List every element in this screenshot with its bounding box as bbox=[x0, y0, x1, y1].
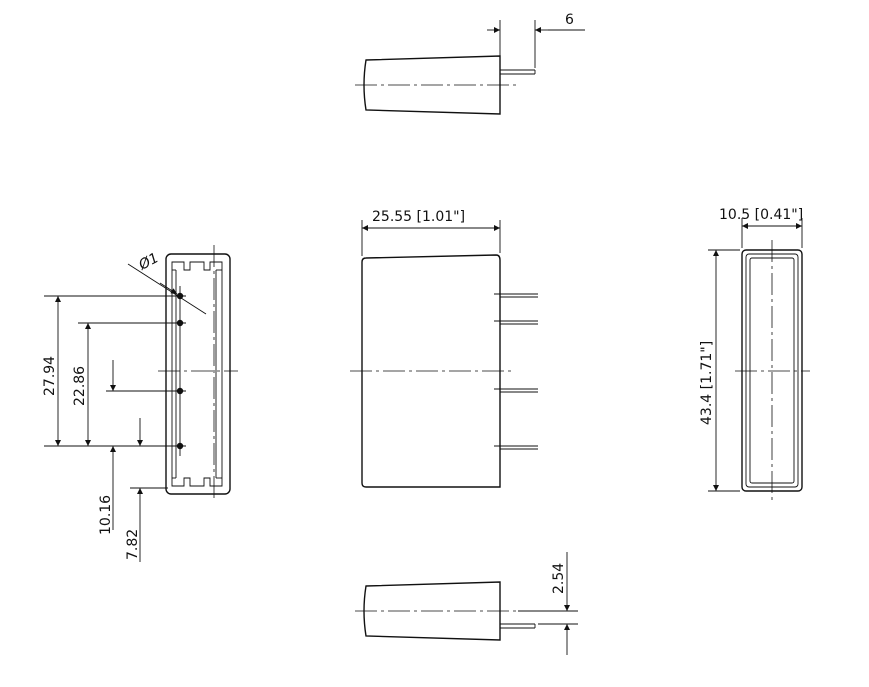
dim-top-pin-length: 6 bbox=[565, 12, 574, 28]
right-view: 10.5 [0.41"] 43.4 [1.71"] bbox=[699, 207, 810, 500]
dim-pitch-2: 22.86 bbox=[72, 366, 88, 406]
dim-height: 43.4 [1.71"] bbox=[699, 341, 715, 425]
dim-pitch-4: 7.82 bbox=[125, 529, 141, 560]
dim-width: 25.55 [1.01"] bbox=[372, 209, 465, 225]
dim-pin-diameter: Ø1 bbox=[135, 250, 161, 274]
side-view: Ø1 27.94 22.86 10.16 7.82 bbox=[42, 245, 238, 562]
front-view: 25.55 [1.01"] bbox=[350, 209, 538, 488]
front-pins bbox=[494, 293, 538, 450]
dim-bottom-pin-offset: 2.54 bbox=[551, 563, 567, 594]
dim-depth: 10.5 [0.41"] bbox=[719, 207, 803, 223]
bottom-view: 2.54 bbox=[355, 552, 578, 655]
top-view: 6 bbox=[355, 12, 585, 115]
dim-pitch-3: 10.16 bbox=[98, 495, 114, 535]
dim-pitch-1: 27.94 bbox=[42, 356, 58, 396]
